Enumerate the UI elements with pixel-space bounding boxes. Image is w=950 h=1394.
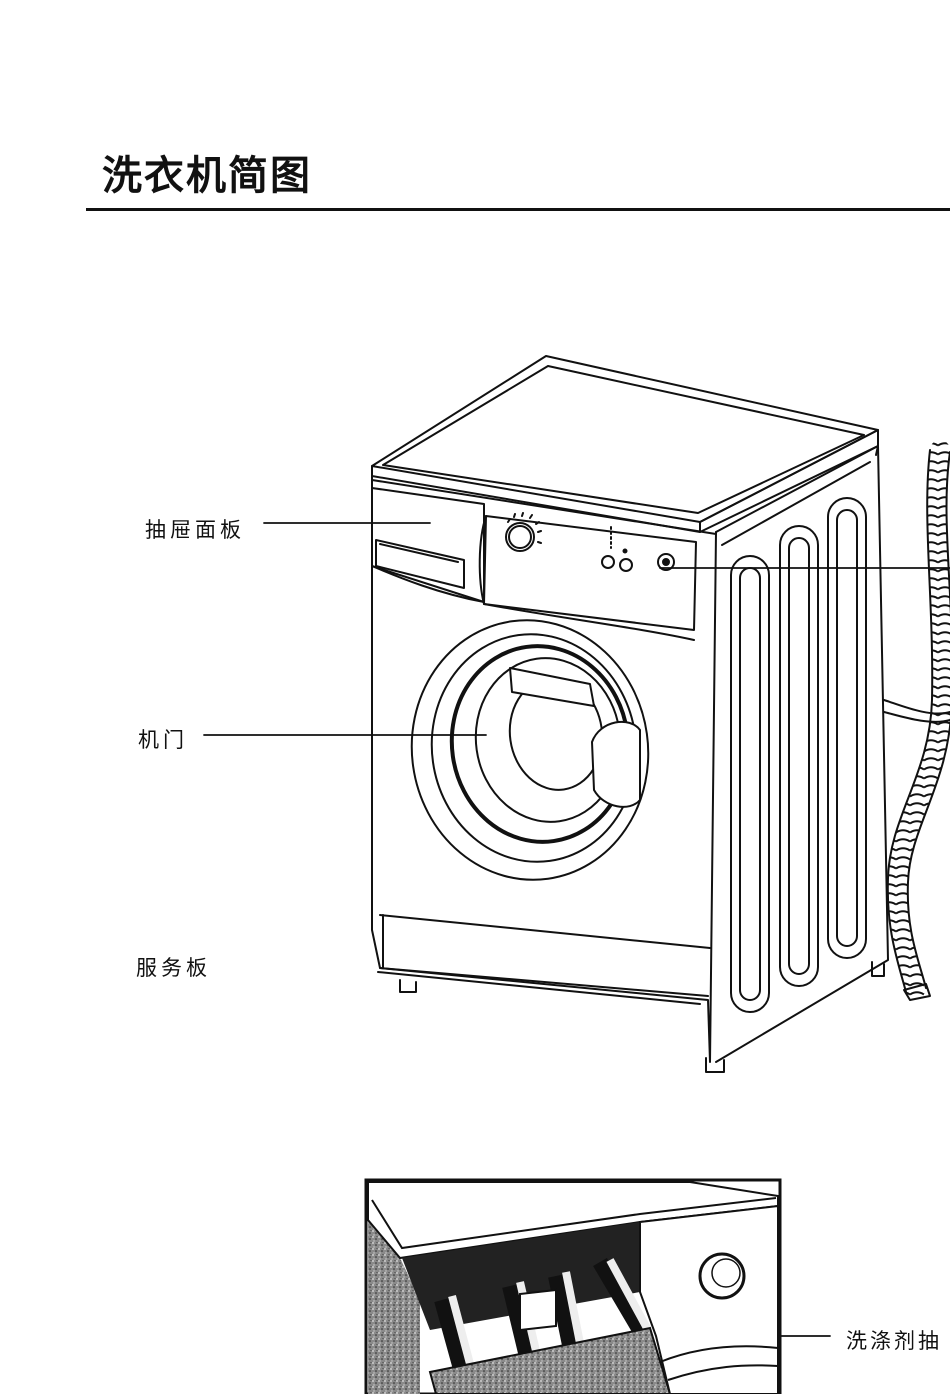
cabinet-top (372, 356, 878, 532)
drain-hose (884, 450, 950, 1000)
drawer-panel (372, 488, 484, 602)
cabinet-front (372, 476, 724, 1072)
door (395, 605, 665, 895)
side-ribs (731, 498, 866, 1012)
button-icon (602, 556, 614, 568)
detail-inset-detergent-drawer (366, 1180, 780, 1394)
program-knob-icon (506, 523, 534, 551)
knob-icon (700, 1254, 744, 1298)
button-icon (620, 559, 632, 571)
